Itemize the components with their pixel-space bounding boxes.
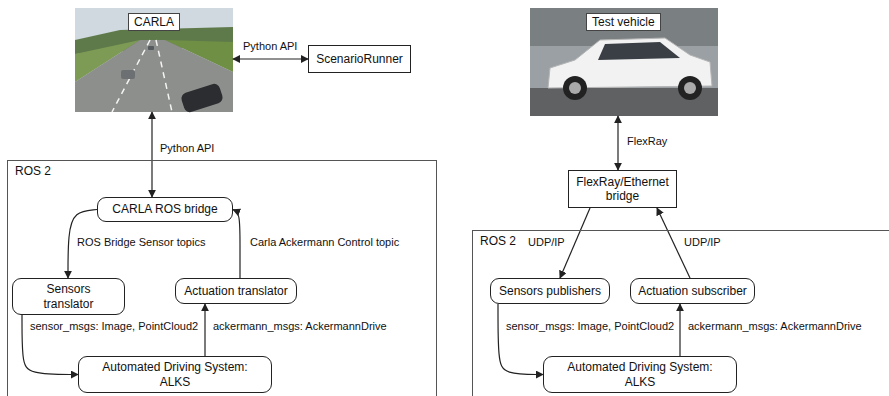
box-label: Actuation translator (184, 284, 287, 298)
process-box: Automated Driving System: ALKS (78, 356, 272, 393)
group-label: CARLA (128, 13, 180, 31)
box-label: Sensors publishers (499, 284, 601, 298)
group-region: ROS 2 Sensors publishers Actuation subscri… (472, 230, 889, 396)
edge-label: UDP/IP (526, 236, 567, 249)
box-label: CARLA ROS bridge (112, 202, 217, 216)
simulator-scene (75, 8, 233, 114)
vehicle-photo (530, 8, 718, 116)
process-box: Automated Driving System: ALKS (543, 356, 737, 393)
group-region: ROS 2CARLA ROS bridgeSensors translatorA… (7, 160, 437, 396)
tool-box: ScenarioRunner (308, 45, 411, 73)
box-label: Actuation subscriber (638, 284, 747, 298)
group-label: ROS 2 (473, 231, 523, 251)
box-label: FlexRay/Ethernet bridge (576, 175, 669, 204)
vehicle-image: Test vehicle (530, 8, 718, 116)
box-label: ScenarioRunner (316, 52, 403, 66)
process-box: Sensors translator (12, 278, 125, 315)
edge-label: ackermann_msgs: AckermannDrive (686, 320, 864, 333)
edge-label: Python API (158, 142, 216, 155)
connector-arrow (498, 304, 543, 375)
group-label: Test vehicle (586, 13, 661, 31)
edge-label: ROS Bridge Sensor topics (75, 236, 207, 249)
connector-arrow (151, 112, 152, 197)
box-label: Sensors translator (20, 282, 117, 311)
edge-label: sensor_msgs: Image, PointCloud2 (28, 320, 200, 333)
edge-label: ackermann_msgs: AckermannDrive (211, 320, 389, 333)
group-label: ROS 2 (8, 161, 58, 181)
simulator-image: CARLA (75, 8, 233, 112)
edge-label: Python API (241, 40, 299, 53)
edge-label: Carla Ackermann Control topic (248, 236, 401, 249)
edge-label: UDP/IP (682, 236, 723, 249)
connector-arrow (617, 116, 618, 170)
bridge-box: FlexRay/Ethernet bridge (568, 170, 677, 208)
connector-arrow (679, 304, 680, 356)
process-box: Sensors publishers (490, 278, 610, 304)
edge-label: sensor_msgs: Image, PointCloud2 (504, 320, 676, 333)
box-label: Automated Driving System: ALKS (551, 360, 729, 389)
connector-arrow (233, 210, 240, 279)
process-box: Actuation subscriber (630, 278, 755, 304)
process-box: CARLA ROS bridge (97, 197, 233, 222)
connector-arrow (204, 304, 205, 356)
box-label: Automated Driving System: ALKS (86, 360, 264, 389)
edge-label: FlexRay (625, 135, 669, 148)
connector-arrow (233, 58, 308, 59)
process-box: Actuation translator (175, 278, 297, 304)
